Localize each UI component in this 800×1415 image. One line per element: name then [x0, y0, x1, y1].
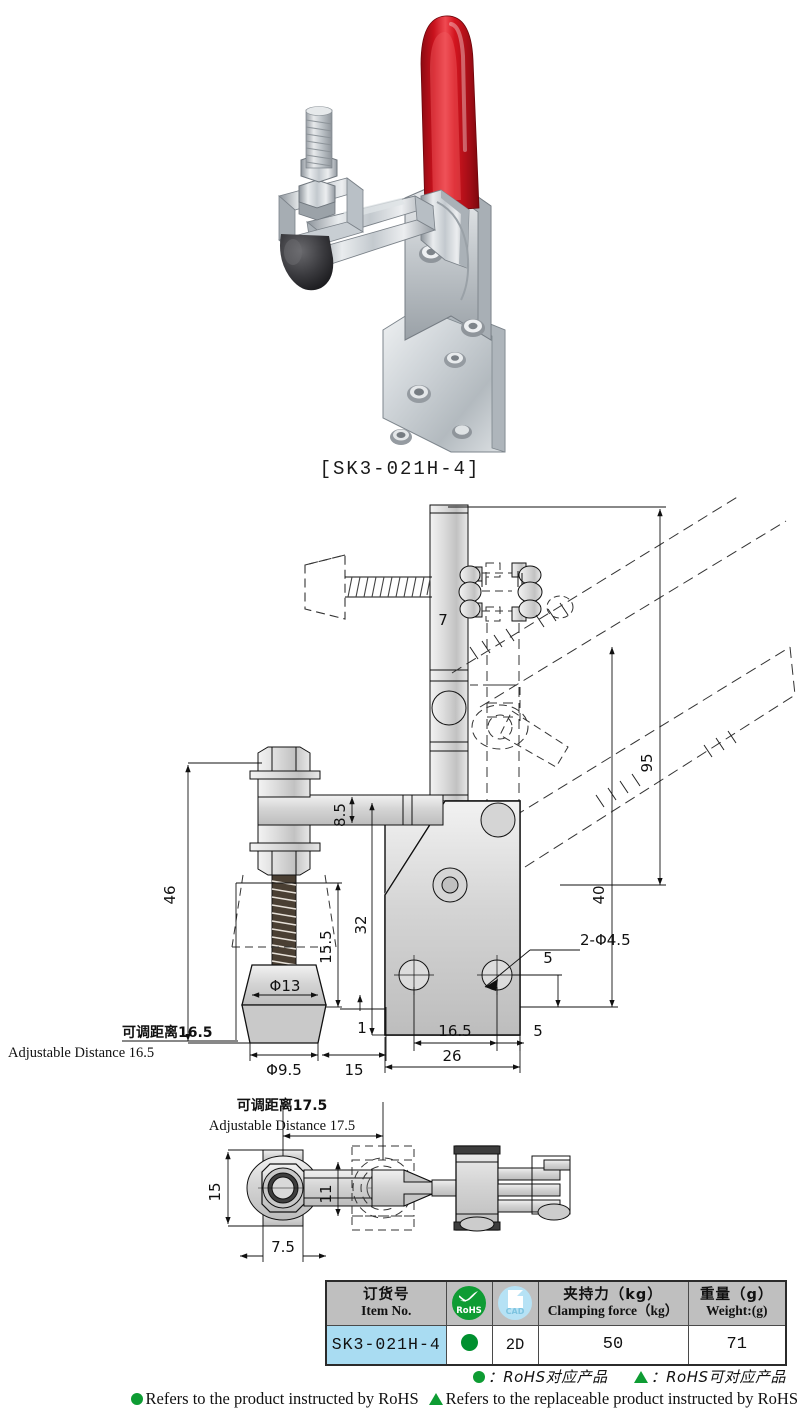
plan-adjustable-en-label: Adjustable Distance 17.5 [209, 1118, 355, 1134]
dimension-text: 95 46 8.5 32 15.5 40 Φ13 Φ9.5 15 1 16.5 … [161, 611, 656, 1079]
photo-red-handle [420, 15, 480, 213]
adjustable-distance-en-label: Adjustable Distance 16.5 [8, 1045, 154, 1061]
plan-dimension-text: 15 11 7.5 [206, 1182, 335, 1256]
legend-dot-cn-text: ：RoHS对应产品 [487, 1368, 608, 1386]
plan-handle-block [453, 1145, 501, 1232]
table-row: SK3-021H-4 2D 50 71 [325, 1324, 787, 1366]
drawing-hex-nuts [257, 746, 311, 876]
header-clamping-force-cn: 夹持力（kg） [563, 1286, 663, 1303]
dim-phi-13: Φ13 [270, 977, 301, 995]
drawing-open-link-hole [546, 595, 574, 619]
header-cad: CAD [491, 1280, 539, 1326]
dim-15-5: 15.5 [317, 930, 335, 963]
dim-46: 46 [161, 885, 179, 904]
vertical-toggle-clamp-photo [278, 15, 506, 453]
drawing-open-handle-hatch [595, 730, 737, 808]
plan-tail-arms [497, 1155, 571, 1221]
header-item-no: 订货号 Item No. [325, 1280, 447, 1326]
drawing-handle-bar [429, 504, 469, 851]
legend-chinese: ：RoHS对应产品 ：RoHS可对应产品 [0, 1366, 786, 1387]
dim-15: 15 [344, 1061, 363, 1075]
header-item-no-cn: 订货号 [363, 1286, 410, 1303]
rohs-leaf-icon [459, 1291, 478, 1303]
legend-triangle-en-text: Refers to the replaceable product instru… [445, 1389, 798, 1408]
header-clamping-force-en: Clamping force（kg） [547, 1303, 679, 1319]
dim-32: 32 [352, 915, 370, 934]
drawing-upper-nuts [458, 565, 487, 619]
header-weight-en: Weight:(g) [706, 1303, 768, 1319]
cell-clamping-force: 50 [537, 1324, 689, 1366]
dim-7: 7 [438, 611, 448, 629]
dim-5-a: 5 [533, 1022, 543, 1040]
header-item-no-en: Item No. [361, 1303, 412, 1319]
drawing-spindle-shaft [271, 874, 297, 966]
cell-cad: 2D [491, 1324, 539, 1366]
spec-table: 订货号 Item No. RoHS [325, 1280, 787, 1366]
plan-view-drawing: 可调距离17.5 Adjustable Distance 17.5 [0, 1090, 800, 1280]
spec-table-head: 订货号 Item No. RoHS [325, 1280, 787, 1326]
photo-threaded-spindle [305, 106, 333, 169]
drawing-open-link-outline [451, 482, 787, 708]
spec-table-wrapper: 订货号 Item No. RoHS [325, 1280, 787, 1366]
legend-dot-icon-en [130, 1393, 143, 1405]
header-weight: 重量（g） Weight:(g) [687, 1280, 787, 1326]
product-photo-area [0, 0, 800, 455]
drawing-upper-nuts-open-solid [511, 562, 543, 622]
dim-5-b: 5 [543, 949, 553, 967]
legend-dot-en-text: Refers to the product instructed by RoHS [145, 1389, 419, 1408]
photo-spring-wire [436, 201, 470, 301]
legend-dot-icon [472, 1371, 485, 1383]
cad-badge-label: CAD [505, 1307, 525, 1317]
dim-16-5: 16.5 [438, 1022, 471, 1040]
photo-rubber-tip [280, 234, 334, 291]
header-clamping-force: 夹持力（kg） Clamping force（kg） [537, 1280, 689, 1326]
legend-triangle-icon [633, 1371, 648, 1383]
dim-95: 95 [638, 753, 656, 772]
rohs-badge-label: RoHS [456, 1305, 482, 1316]
plan-dim-15: 15 [206, 1182, 224, 1201]
adjustable-distance-cn-label: 可调距离16.5 [122, 1024, 213, 1041]
dim-26: 26 [442, 1047, 461, 1065]
cell-rohs [445, 1324, 493, 1366]
plan-dim-11: 11 [317, 1184, 335, 1203]
header-weight-cn: 重量（g） [700, 1286, 774, 1303]
header-rohs: RoHS [445, 1280, 493, 1326]
spec-header-row: 订货号 Item No. RoHS [325, 1280, 787, 1326]
dim-holes-2-phi-4-5: 2-Φ4.5 [580, 931, 631, 949]
plan-hex-nut [246, 1149, 320, 1227]
plan-dimension-lines [225, 1102, 384, 1262]
plan-adjustable-cn-label: 可调距离17.5 [237, 1097, 328, 1114]
drawing-open-spindle [304, 554, 432, 620]
dim-8-5: 8.5 [331, 803, 349, 827]
drawing-hidden-guides [486, 623, 520, 825]
cell-item-no: SK3-021H-4 [325, 1324, 447, 1366]
rohs-icon: RoHS [452, 1286, 486, 1321]
legend-triangle-cn-text: ：RoHS可对应产品 [650, 1368, 786, 1386]
cell-weight: 71 [687, 1324, 787, 1366]
main-technical-drawing: 95 46 8.5 32 15.5 40 Φ13 Φ9.5 15 1 16.5 … [0, 482, 800, 1079]
legend-triangle-icon-en [428, 1393, 443, 1405]
spec-table-body: SK3-021H-4 2D 50 71 [325, 1324, 787, 1366]
drawing-rubber-tip-alt [231, 874, 337, 948]
drawing-hidden-pivot [470, 684, 569, 768]
dim-phi-9-5: Φ9.5 [266, 1061, 302, 1075]
drawing-open-link-hatch [469, 602, 569, 660]
photo-base-plate [382, 299, 506, 453]
dim-40: 40 [590, 885, 608, 904]
dim-1: 1 [357, 1019, 367, 1037]
plan-dim-7-5: 7.5 [271, 1238, 295, 1256]
part-caption: [SK3-021H-4] [319, 458, 481, 480]
cad-icon: CAD [498, 1286, 532, 1321]
legend-english: Refers to the product instructed by RoHS… [0, 1389, 798, 1409]
drawing-base-plate [384, 800, 521, 1036]
rohs-status-dot-icon [460, 1333, 478, 1351]
dimension-lines [185, 506, 666, 1073]
cad-document-icon [508, 1290, 523, 1309]
